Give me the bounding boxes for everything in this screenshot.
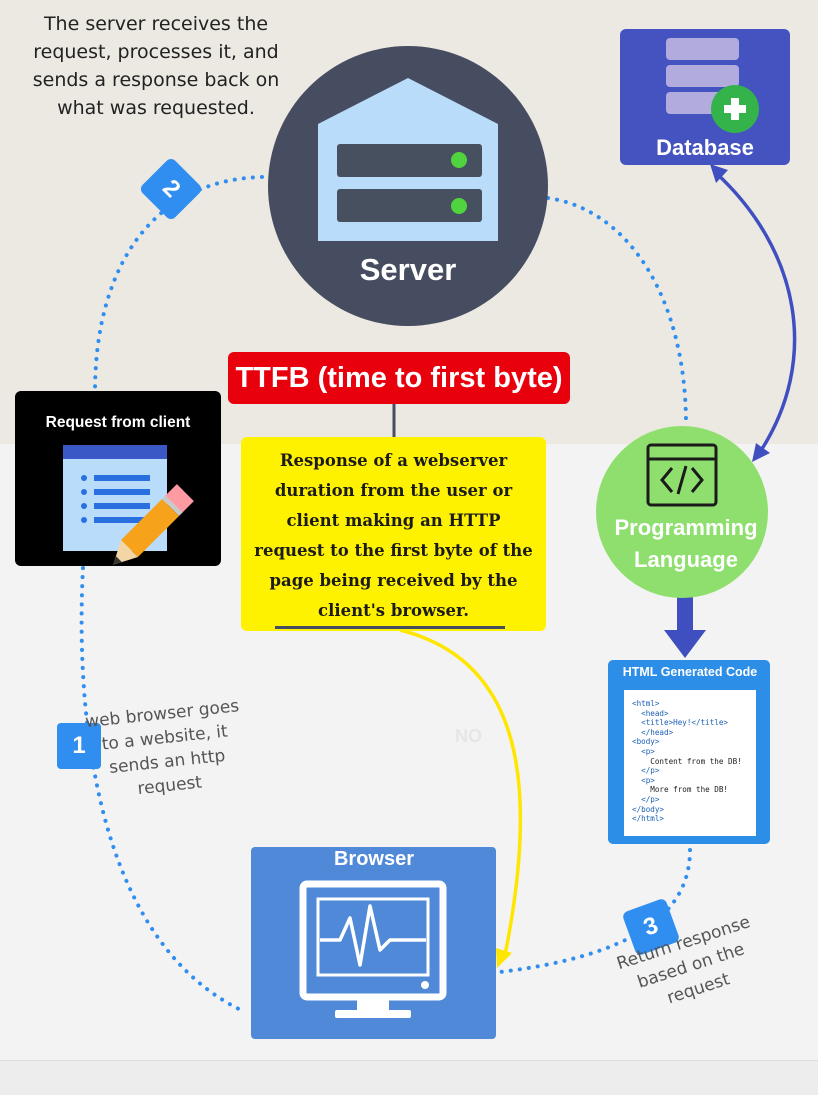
code-line: <title>Hey!</title> [632,718,729,728]
request-card-title: Request from client [45,414,191,431]
pl-to-html-arrow-shaft [677,590,693,632]
code-line: </p> [632,794,660,804]
server-icon [318,78,498,241]
ttfb-definition-box: Response of a webserver duration from th… [241,437,546,631]
ttfb-title-banner: TTFB (time to first byte) [228,352,570,404]
monitor-icon [299,880,447,1018]
ttfb-definition-text: Response of a webserver duration from th… [254,451,533,620]
code-line: <p> [632,746,655,756]
code-line: <body> [632,737,660,747]
code-line: </p> [632,766,660,776]
step-badge-1 [57,723,101,769]
html-code-title: HTML Generated Code [622,665,758,679]
dotted-path-server-to-language [546,196,688,427]
server-note: The server receives the request, process… [32,13,280,119]
dotted-path-client-to-browser [79,566,247,1014]
db-arrowhead [710,164,728,183]
html-code-panel: <html> <head> <title>Hey!</title> </head… [624,690,756,836]
yellow-arrowhead [496,948,512,968]
step-badge-3 [623,899,679,955]
code-line: </head> [632,727,674,737]
browser-box [251,847,496,1039]
database-label: Database [656,135,754,160]
code-line: <head> [632,708,669,718]
programming-language-circle [596,426,768,598]
footer-strip [0,1060,818,1095]
pl-to-html-arrowhead [664,630,706,658]
code-line: <html> [632,699,660,708]
db-language-arrow [713,170,797,453]
dotted-path-server-to-browser-left [93,175,264,394]
yellow-arrow [399,628,523,956]
code-line: </html> [632,814,665,824]
language-arrowhead [752,443,770,462]
code-line: More from the DB! [632,785,729,795]
browser-label: Browser [333,848,415,870]
code-line: Content from the DB! [632,756,742,766]
pencil-icon [113,484,194,565]
watermark-text: NO [455,726,482,746]
server-label: Server [359,252,457,287]
code-line: <p> [632,775,655,785]
step-1-text: web browser goes to a website, it sends … [84,696,241,800]
step-1-number: 1 [72,732,86,759]
code-line: </body> [632,804,665,814]
programming-language-label: Programming Language [614,515,758,572]
definition-underline [275,626,505,629]
step-badge-2 [140,158,202,220]
code-window-icon [646,443,718,507]
database-icon [666,38,759,133]
